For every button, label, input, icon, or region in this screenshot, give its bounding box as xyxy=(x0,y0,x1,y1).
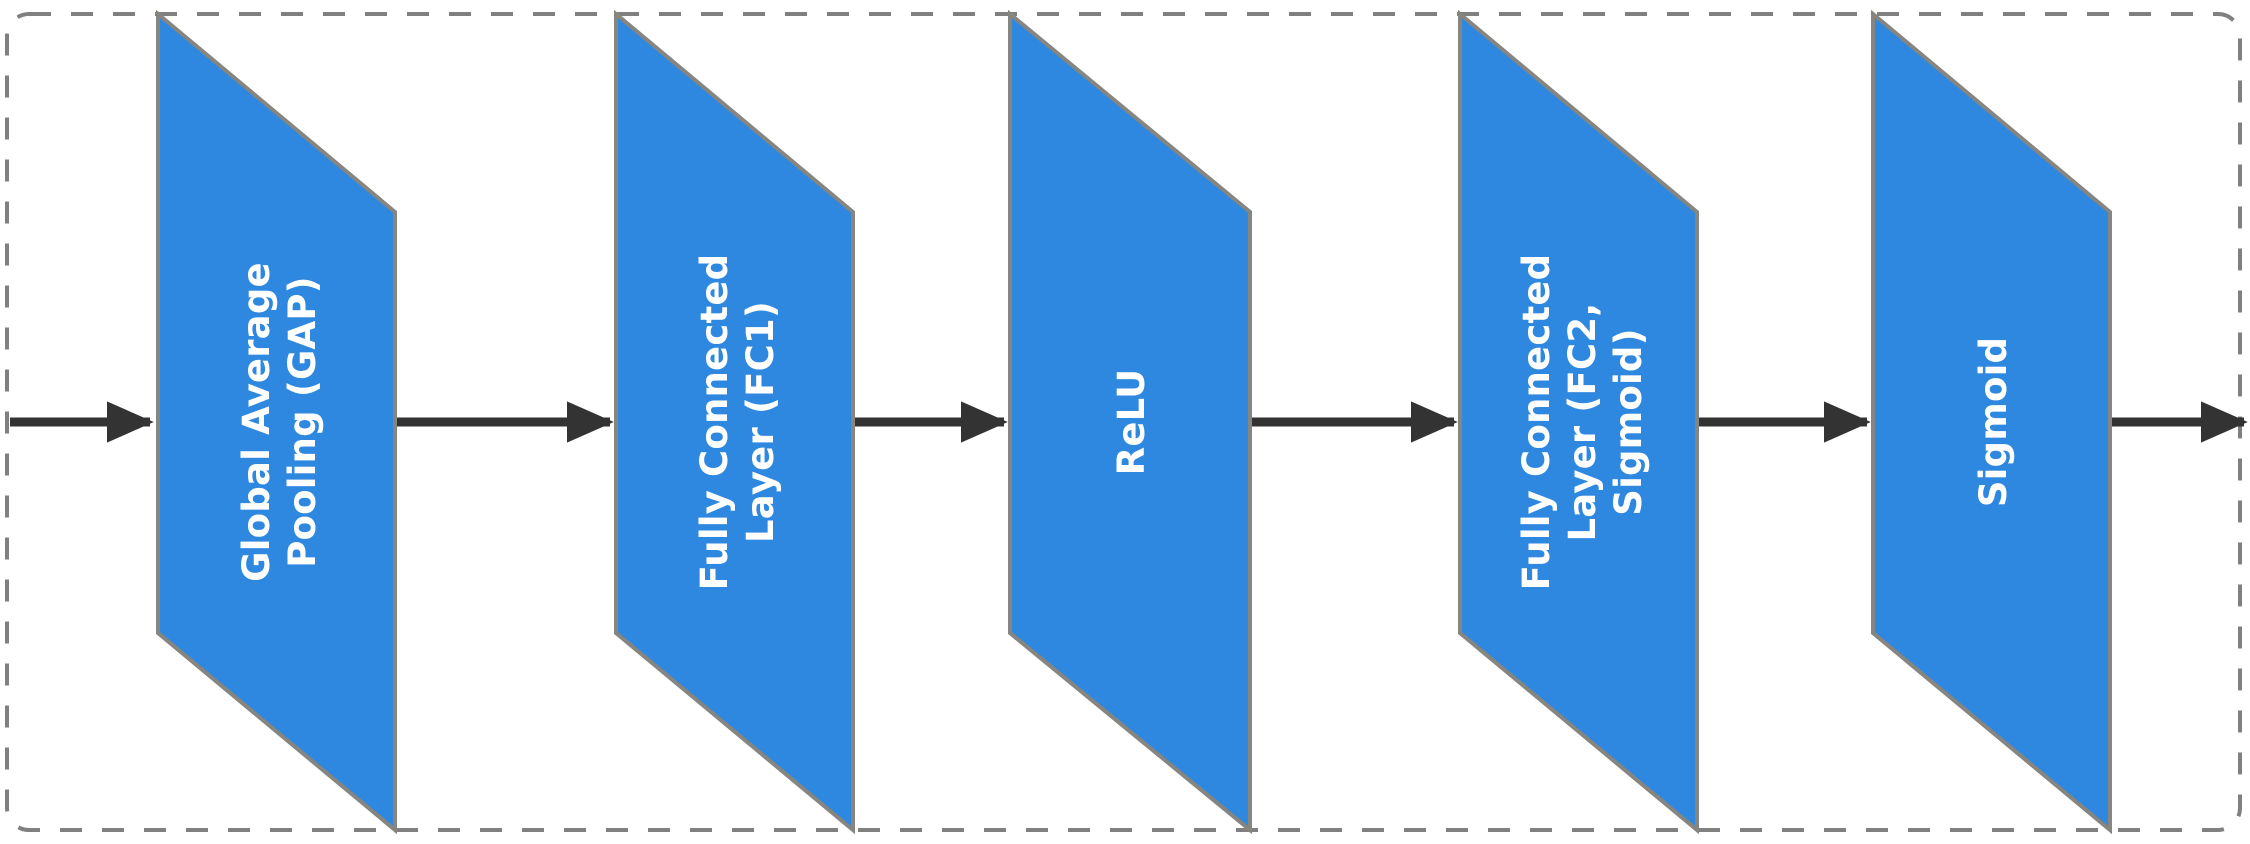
block-gap[interactable]: Global Average Pooling (GAP) xyxy=(156,9,397,835)
block-fc2-label-line3: Sigmoid) xyxy=(1607,328,1650,515)
block-gap-label-line1: Global Average xyxy=(235,262,278,582)
block-fc2-label-line2: Layer (FC2, xyxy=(1561,302,1604,541)
block-relu-label-line1: ReLU xyxy=(1110,369,1153,476)
block-fc1-label-line2: Layer (FC1) xyxy=(739,301,782,543)
block-gap-shape[interactable] xyxy=(156,9,397,835)
block-relu[interactable]: ReLU xyxy=(1008,9,1252,835)
block-sigmoid-shape[interactable] xyxy=(1871,9,2112,835)
block-sigmoid[interactable]: Sigmoid xyxy=(1871,9,2112,835)
block-fc2-label-line1: Fully Connected xyxy=(1515,254,1558,591)
block-fc1[interactable]: Fully Connected Layer (FC1) xyxy=(614,9,855,835)
block-fc2-shape[interactable] xyxy=(1458,9,1699,835)
block-sigmoid-label-line1: Sigmoid xyxy=(1972,337,2015,507)
block-fc1-label-line1: Fully Connected xyxy=(693,254,736,591)
block-fc2[interactable]: Fully Connected Layer (FC2, Sigmoid) xyxy=(1458,9,1699,835)
block-fc1-shape[interactable] xyxy=(614,9,855,835)
block-gap-label-line2: Pooling (GAP) xyxy=(281,276,324,568)
block-relu-shape[interactable] xyxy=(1008,9,1252,835)
